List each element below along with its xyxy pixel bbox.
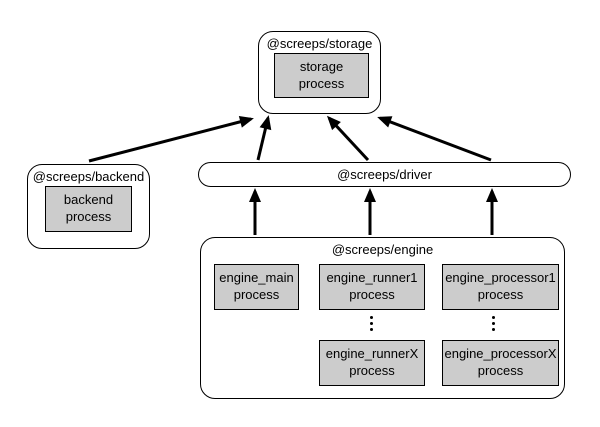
arrow-driver-to-storage <box>256 115 272 161</box>
storage-node: @screeps/storage storage process <box>258 31 381 114</box>
processor-ellipsis-icon <box>492 316 495 331</box>
arrow-backend-to-storage <box>88 115 254 163</box>
engine-processor1-process-box: engine_processor1 process <box>442 264 559 310</box>
storage-node-title: @screeps/storage <box>266 36 373 51</box>
engine-node-title: @screeps/engine <box>331 242 434 257</box>
backend-process-box: backend process <box>45 186 132 232</box>
engine-processorX-process-box: engine_processorX process <box>442 340 559 386</box>
storage-process-box: storage process <box>274 53 369 98</box>
driver-node-title: @screeps/driver <box>337 167 432 182</box>
engine-node: @screeps/engine engine_main process engi… <box>200 237 565 399</box>
arrow-driver-to-storage <box>377 116 492 162</box>
arrow-driver-to-storage <box>326 115 370 162</box>
engine-runner1-process-box: engine_runner1 process <box>319 264 425 310</box>
runner-ellipsis-icon <box>370 316 373 331</box>
backend-node-title: @screeps/backend <box>32 169 145 184</box>
backend-node: @screeps/backend backend process <box>27 164 150 249</box>
engine-runnerX-process-box: engine_runnerX process <box>319 340 425 386</box>
engine-main-process-box: engine_main process <box>214 264 299 310</box>
driver-node: @screeps/driver <box>198 162 571 187</box>
